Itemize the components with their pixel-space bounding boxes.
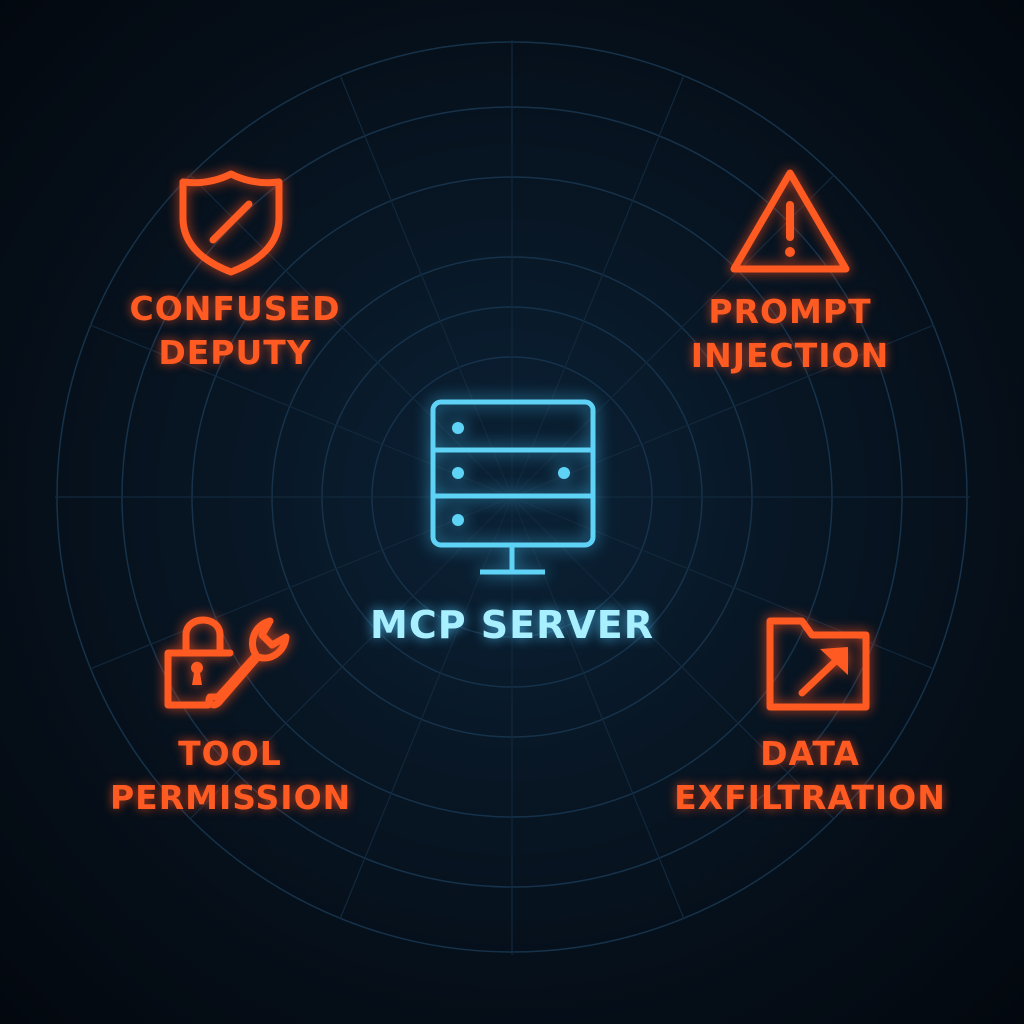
folder-arrow-icon bbox=[766, 617, 870, 711]
threat-label-line2: DEPUTY bbox=[158, 333, 312, 372]
warning-triangle-icon bbox=[730, 169, 850, 273]
threat-confused-deputy: CONFUSED DEPUTY bbox=[110, 287, 360, 375]
server-icon bbox=[430, 399, 596, 575]
threat-label-line2: EXFILTRATION bbox=[674, 778, 946, 817]
threat-prompt-injection: PROMPT INJECTION bbox=[670, 290, 910, 378]
threat-label-line2: INJECTION bbox=[690, 336, 890, 375]
threat-label-line1: PROMPT bbox=[708, 292, 872, 331]
threat-data-exfiltration: DATA EXFILTRATION bbox=[670, 732, 950, 820]
threat-tool-permission: TOOL PERMISSION bbox=[110, 732, 350, 820]
threat-label-line1: DATA bbox=[760, 734, 860, 773]
shield-slash-icon bbox=[179, 170, 283, 276]
center-label: MCP SERVER bbox=[370, 603, 654, 647]
threat-label-line1: TOOL bbox=[178, 734, 282, 773]
lock-wrench-icon bbox=[164, 616, 290, 709]
threat-label-line2: PERMISSION bbox=[110, 778, 352, 817]
threat-label-line1: CONFUSED bbox=[129, 289, 341, 328]
